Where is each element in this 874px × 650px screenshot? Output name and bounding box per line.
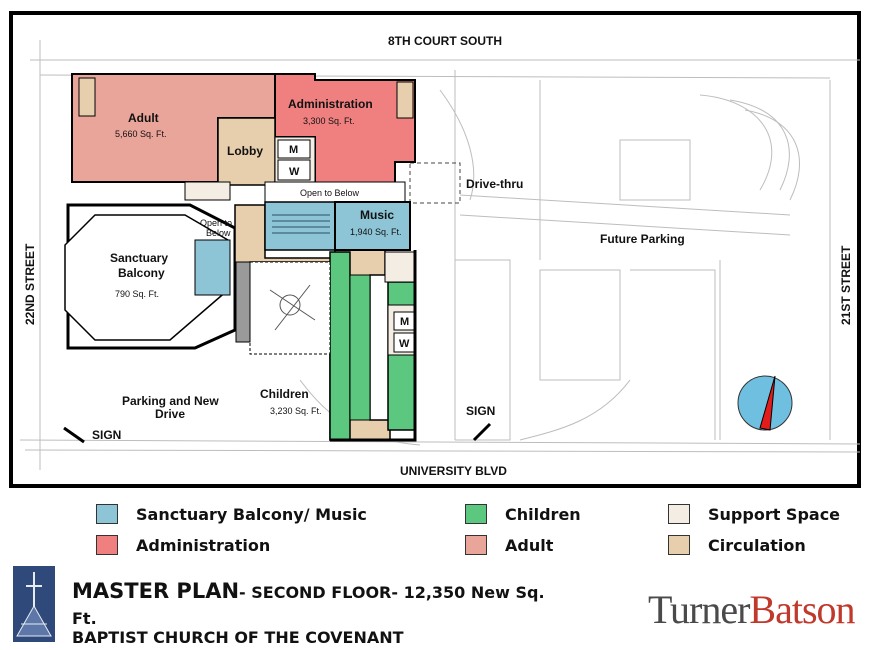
- site-plan: 8TH COURT SOUTH UNIVERSITY BLVD 22ND STR…: [9, 11, 861, 488]
- legend-swatch: [668, 504, 690, 524]
- sanctuary-balcony: [64, 214, 229, 341]
- legend-label: Support Space: [708, 504, 841, 524]
- playground-equipment: [269, 284, 316, 331]
- support-space: [384, 251, 416, 283]
- legend-label: Sanctuary Balcony/ Music: [136, 504, 367, 524]
- women-room-upper: [277, 159, 311, 181]
- children-room-east: [387, 281, 416, 431]
- legend: Sanctuary Balcony/ Music Administration …: [0, 504, 874, 564]
- men-label-upper: M: [289, 144, 298, 156]
- open-to-below-left-label-1: Open to: [200, 218, 232, 228]
- legend-label: Children: [505, 504, 581, 524]
- administration-label: Administration: [288, 97, 373, 111]
- church-logo-icon: [13, 566, 55, 642]
- women-label-upper: W: [289, 166, 300, 178]
- administration-area: 3,300 Sq. Ft.: [303, 116, 355, 126]
- plan-subtitle: - SECOND FLOOR- 12,350 New Sq. Ft.: [72, 583, 545, 628]
- title-block: MASTER PLAN- SECOND FLOOR- 12,350 New Sq…: [0, 562, 874, 650]
- sign-left-marker: [63, 426, 85, 444]
- sanctuary-label-1: Sanctuary: [110, 251, 168, 265]
- legend-swatch: [668, 535, 690, 555]
- building-edge: [330, 250, 417, 442]
- open-to-below-left-label-2: Below: [206, 228, 231, 238]
- sign-right-marker: [472, 422, 492, 442]
- legend-label: Administration: [136, 535, 271, 555]
- legend-support: Support Space: [668, 504, 840, 524]
- stair-courtyard: [235, 261, 251, 343]
- drive-thru-label: Drive-thru: [466, 177, 523, 191]
- music-room: [334, 201, 411, 251]
- sanctuary-area: 790 Sq. Ft.: [115, 289, 159, 299]
- sanctuary-balcony-seating: [194, 239, 231, 296]
- sanctuary-label-2: Balcony: [118, 266, 165, 280]
- street-west: 22ND STREET: [23, 243, 37, 325]
- children-label: Children: [260, 387, 309, 401]
- legend-adult: Adult: [465, 535, 553, 555]
- legend-swatch: [465, 535, 487, 555]
- brand-part2: Batson: [749, 587, 855, 632]
- legend-sanctuary: Sanctuary Balcony/ Music: [96, 504, 367, 524]
- future-parking-label: Future Parking: [600, 232, 685, 246]
- legend-swatch: [96, 504, 118, 524]
- men-room-upper: [277, 139, 311, 159]
- legend-children: Children: [465, 504, 581, 524]
- stair-lobby: [184, 181, 231, 201]
- open-to-below-top-label: Open to Below: [300, 188, 360, 198]
- plan-title: MASTER PLAN- SECOND FLOOR- 12,350 New Sq…: [72, 579, 572, 631]
- drive-thru-outline: [409, 162, 461, 204]
- music-area: 1,940 Sq. Ft.: [350, 227, 402, 237]
- legend-label: Adult: [505, 535, 554, 555]
- adult-label: Adult: [128, 111, 159, 125]
- architect-logo: TurnerBatson: [648, 587, 856, 632]
- lobby-label: Lobby: [227, 144, 263, 158]
- legend-administration: Administration: [96, 535, 270, 555]
- north-arrow-icon: [737, 375, 793, 431]
- parking-label-1: Parking and New: [122, 394, 219, 408]
- parking-label-2: Drive: [155, 407, 185, 421]
- legend-circulation: Circulation: [668, 535, 806, 555]
- stair-admin: [396, 81, 414, 119]
- women-label-lower: W: [399, 338, 410, 350]
- music-risers: [272, 214, 330, 234]
- children-room-west: [329, 251, 351, 441]
- men-label-lower: M: [400, 316, 409, 328]
- brand-part1: Turner: [648, 587, 750, 632]
- street-north: 8TH COURT SOUTH: [388, 34, 502, 48]
- sign-right-label: SIGN: [466, 404, 495, 418]
- church-name: BAPTIST CHURCH OF THE COVENANT: [72, 628, 404, 647]
- street-south: UNIVERSITY BLVD: [400, 464, 507, 478]
- courtyard: [249, 261, 331, 355]
- legend-swatch: [96, 535, 118, 555]
- music-label: Music: [360, 208, 394, 222]
- legend-label: Circulation: [708, 535, 806, 555]
- sign-left-label: SIGN: [92, 428, 121, 442]
- legend-swatch: [465, 504, 487, 524]
- stair-adult: [78, 77, 96, 117]
- music-stage-area: [264, 201, 336, 251]
- children-room-center: [349, 274, 371, 421]
- plan-title-main: MASTER PLAN: [72, 579, 240, 603]
- children-area: 3,230 Sq. Ft.: [270, 406, 322, 416]
- adult-area: 5,660 Sq. Ft.: [115, 129, 167, 139]
- street-east: 21ST STREET: [839, 245, 853, 325]
